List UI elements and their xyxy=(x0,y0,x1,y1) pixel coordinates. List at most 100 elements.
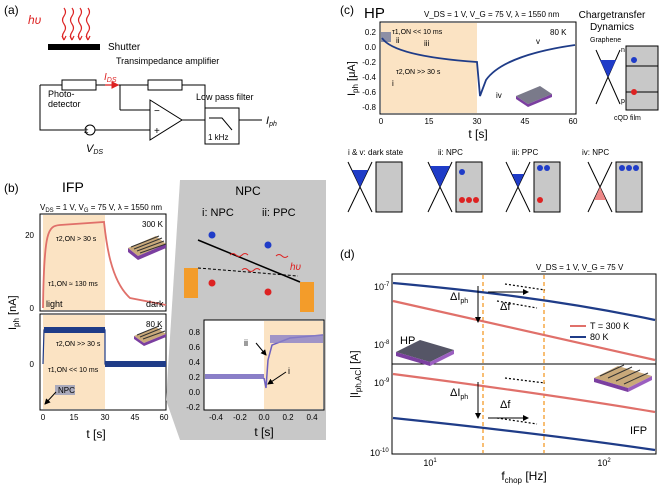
band-dashed xyxy=(197,267,299,277)
tau-off-300k: τ2,ON > 30 s xyxy=(56,236,97,243)
series-80k-hp xyxy=(392,281,656,322)
npc-arrow xyxy=(44,391,57,405)
panel-d-label: (d) xyxy=(340,247,355,261)
ytick: 10-9 xyxy=(374,378,390,388)
panel-d-ylabel: |Iph,AC| [A] xyxy=(349,350,363,398)
panel-b-title: IFP xyxy=(62,179,84,195)
ytick: 20 xyxy=(25,231,34,240)
state-label: iii: PPC xyxy=(512,148,538,157)
ct-n: n xyxy=(621,47,625,54)
lpf-label: Low pass filter xyxy=(196,92,254,102)
npc-marker-i: i xyxy=(288,366,290,376)
tau-off-80k: τ2,ON >> 30 s xyxy=(56,341,101,348)
temp-300k: 300 K xyxy=(142,220,164,229)
npc-hv: hυ xyxy=(290,262,302,273)
series-80k-ifp xyxy=(392,416,656,452)
state-label: iv: NPC xyxy=(582,148,609,157)
xtick: 102 xyxy=(597,458,611,468)
ytick: 0 xyxy=(30,304,35,313)
xtick: 30 xyxy=(473,117,482,126)
ytick: 0.6 xyxy=(189,343,201,352)
tau-on-80k: τ1,ON << 10 ms xyxy=(48,367,99,374)
panel-c-ylabel: Iph [μA] xyxy=(346,61,360,96)
npc-tag-box xyxy=(55,385,75,395)
circuit xyxy=(39,79,262,145)
hp-light-shade xyxy=(381,23,477,113)
panel-c-title: HP xyxy=(364,5,385,22)
ct-p: p xyxy=(621,98,625,105)
ct-title-2: Dynamics xyxy=(590,22,634,33)
xtick: 45 xyxy=(521,117,530,126)
state-diagrams xyxy=(347,161,643,213)
npc-tag: NPC xyxy=(58,386,75,395)
hole-icon xyxy=(631,89,637,95)
npc-label-ii: ii: PPC xyxy=(262,207,296,219)
temp-80k: 80 K xyxy=(146,320,163,329)
panel-c-conditions: V_DS = 1 V, V_G = 75 V, λ = 1550 nm xyxy=(424,10,560,19)
ytick: -0.2 xyxy=(186,403,200,412)
source-sign: ± xyxy=(84,126,89,135)
panel-c: (c) HP V_DS = 1 V, V_G = 75 V, λ = 1550 … xyxy=(340,3,659,213)
hp-marker-ii: ii xyxy=(396,36,400,45)
xtick: 0 xyxy=(379,117,384,126)
hp-trace xyxy=(381,37,576,97)
npc-xlabel: t [s] xyxy=(254,425,273,439)
photodetector-label-1: Photo- xyxy=(48,89,75,99)
iph-label: Iph xyxy=(266,115,277,128)
panel-b-label: (b) xyxy=(4,181,19,195)
electron-icon xyxy=(208,231,216,239)
fit-lines xyxy=(496,283,546,425)
panel-a: (a) hυ Shutter IDS xyxy=(4,3,277,156)
ytick: -0.2 xyxy=(362,58,376,67)
ct-graphene: Graphene xyxy=(590,37,621,44)
hole-icon xyxy=(264,288,272,296)
ifp-300k-trace xyxy=(42,221,167,309)
npc-dark-noise xyxy=(205,374,264,379)
hp-marker-iv: iv xyxy=(496,91,502,100)
ytick: 0.2 xyxy=(189,373,201,382)
ifp-300k-light-shade xyxy=(43,215,105,310)
xtick: 60 xyxy=(160,413,169,422)
delta-i-label: ΔIph xyxy=(450,387,468,401)
hp-noise xyxy=(381,32,391,42)
electron-icon xyxy=(631,57,637,63)
xtick: -0.4 xyxy=(209,413,223,422)
panel-c-xlabel: t [s] xyxy=(468,127,487,141)
xtick: 15 xyxy=(70,413,79,422)
npc-arrow-ii xyxy=(255,342,267,356)
photodetector-label-2: detector xyxy=(48,99,81,109)
ytick: 10-8 xyxy=(374,340,390,350)
electron-icon xyxy=(264,241,272,249)
series-300k-ifp xyxy=(392,372,656,414)
panel-b-conditions: VDS = 1 V, VG = 75 V, λ = 1550 nm xyxy=(40,203,162,214)
hp-tau-on: τ1,ON << 10 ms xyxy=(392,29,443,36)
hp-marker-v: v xyxy=(536,37,540,46)
ytick: -0.4 xyxy=(362,73,376,82)
hole-icon xyxy=(208,279,216,287)
panel-npc: NPC i: NPC ii: PPC hυ ii i 0.8 0.6 0.4 0… xyxy=(166,180,326,440)
legend-300k: T = 300 K xyxy=(590,321,629,331)
npc-arrow-i xyxy=(267,371,287,385)
ct-title-1: Chargetransfer xyxy=(579,10,646,21)
shutter-bar xyxy=(48,44,100,50)
ytick: -0.6 xyxy=(362,88,376,97)
ytick: -0.8 xyxy=(362,103,376,112)
ytick: 0.2 xyxy=(365,28,377,37)
vds-label: VDS xyxy=(86,143,103,156)
light-label: light xyxy=(46,299,63,309)
device-image xyxy=(134,325,166,346)
ytick: 0.8 xyxy=(189,328,201,337)
ids-label: IDS xyxy=(104,72,117,84)
ytick: 10-7 xyxy=(374,282,390,292)
panel-b-xlabel: t [s] xyxy=(86,427,105,441)
panel-b-ylabel: Iph [nA] xyxy=(7,295,21,330)
hp-marker-i: i xyxy=(392,79,394,88)
npc-light-shade xyxy=(264,321,323,409)
panel-a-label: (a) xyxy=(4,3,19,17)
ytick: 10-10 xyxy=(370,448,389,458)
xtick: 101 xyxy=(423,458,437,468)
lpf-freq: 1 kHz xyxy=(208,133,228,142)
panel-b: (b) IFP VDS = 1 V, VG = 75 V, λ = 1550 n… xyxy=(4,179,169,441)
hp-tau-off: τ2,ON >> 30 s xyxy=(396,69,441,76)
